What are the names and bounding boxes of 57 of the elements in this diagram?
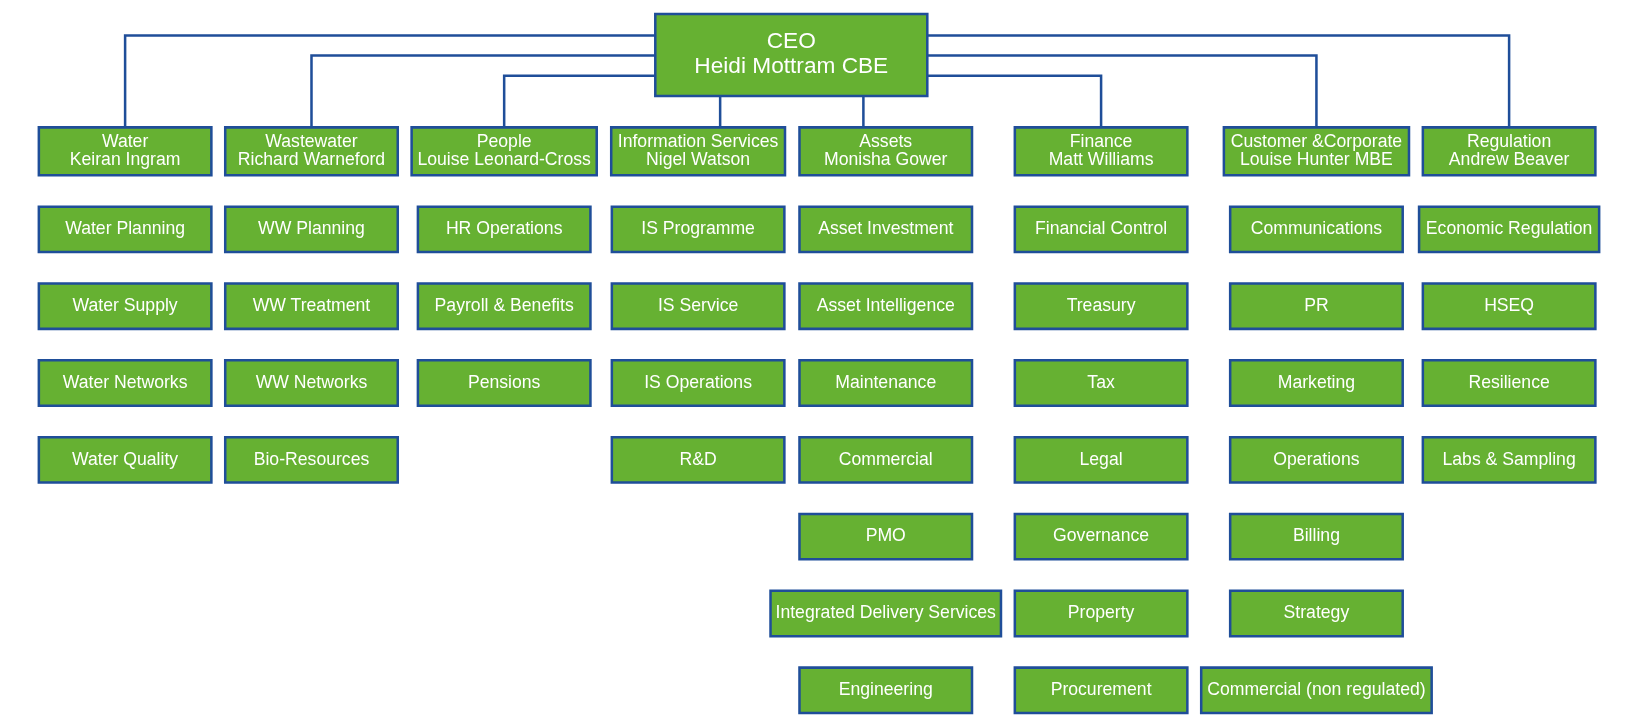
connector <box>927 53 1318 127</box>
node-box: Procurement <box>1013 665 1189 714</box>
node-box: Information Services Nigel Watson <box>609 125 787 176</box>
node-box: Water Keiran Ingram <box>37 125 213 176</box>
connector <box>502 73 655 127</box>
node-box: Payroll & Benefits <box>416 281 592 330</box>
node-box: Water Networks <box>37 358 213 407</box>
node-box: Resilience <box>1421 358 1597 407</box>
node-box: Economic Regulation <box>1417 204 1601 253</box>
node-box: Strategy <box>1228 589 1404 637</box>
connector <box>123 33 656 127</box>
node-box: Governance <box>1013 512 1189 561</box>
node-box: Treasury <box>1013 281 1189 330</box>
node-box: WW Treatment <box>223 281 399 330</box>
node-box: Communications <box>1228 204 1404 253</box>
node-box: Operations <box>1228 435 1404 484</box>
node-box: WW Networks <box>223 358 399 407</box>
node-box: Pensions <box>416 358 592 407</box>
node-box: Maintenance <box>798 358 974 407</box>
node-box: Water Quality <box>37 435 213 484</box>
connector <box>718 95 722 127</box>
node-box: Asset Investment <box>798 204 974 253</box>
node-box: Commercial <box>798 435 974 484</box>
node-box: WW Planning <box>223 204 399 253</box>
node-box: Labs & Sampling <box>1421 435 1597 484</box>
node-box: Asset Intelligence <box>798 281 974 330</box>
connector <box>927 33 1511 127</box>
node-box: Billing <box>1228 512 1404 561</box>
node-box: Water Planning <box>37 204 213 253</box>
connector <box>862 95 865 127</box>
node-box: Legal <box>1013 435 1189 484</box>
node-box: Finance Matt Williams <box>1013 125 1189 176</box>
node-box: PMO <box>798 512 974 561</box>
connector <box>310 53 656 127</box>
node-box: Marketing <box>1228 358 1404 407</box>
node-box: Wastewater Richard Warneford <box>223 125 399 176</box>
node-box: Integrated Delivery Services <box>769 589 1003 637</box>
node-box: IS Programme <box>610 204 786 253</box>
node-box: Property <box>1013 589 1189 637</box>
node-box: R&D <box>610 435 786 484</box>
node-box: IS Service <box>610 281 786 330</box>
node-box: Tax <box>1013 358 1189 407</box>
node-box: Financial Control <box>1013 204 1189 253</box>
node-box: Engineering <box>798 665 974 714</box>
node-box: Bio-Resources <box>223 435 399 484</box>
connector <box>927 73 1103 127</box>
node-box: CEO Heidi Mottram CBE <box>654 12 929 97</box>
node-box: IS Operations <box>610 358 786 407</box>
node-box: Commercial (non regulated) <box>1199 665 1433 714</box>
node-box: PR <box>1228 281 1404 330</box>
node-box: Assets Monisha Gower <box>798 125 974 176</box>
node-box: HR Operations <box>416 204 592 253</box>
node-box: Regulation Andrew Beaver <box>1421 125 1597 176</box>
node-box: People Louise Leonard-Cross <box>410 125 598 176</box>
node-box: Water Supply <box>37 281 213 330</box>
node-box: Customer &Corporate Louise Hunter MBE <box>1222 125 1411 176</box>
node-box: HSEQ <box>1421 281 1597 330</box>
